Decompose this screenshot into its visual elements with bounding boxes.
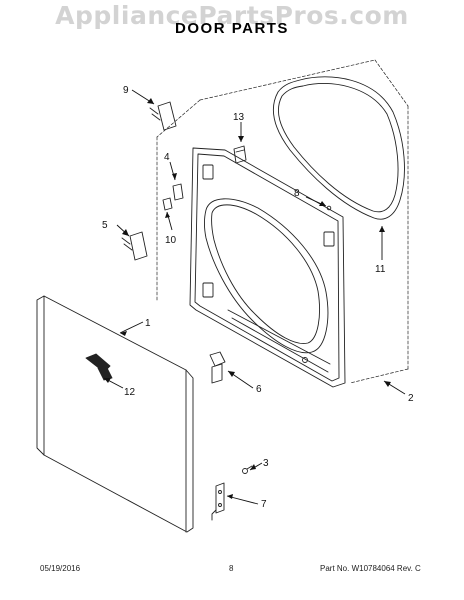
callout-6: 6 bbox=[256, 384, 262, 395]
callout-13: 13 bbox=[233, 112, 245, 123]
callout-3: 3 bbox=[263, 458, 269, 469]
callout-8: 8 bbox=[294, 188, 300, 199]
footer-page-number: 8 bbox=[229, 564, 234, 573]
callout-11: 11 bbox=[375, 264, 386, 275]
callout-10: 10 bbox=[165, 235, 177, 246]
callout-9: 9 bbox=[123, 85, 129, 96]
door-seal-gasket bbox=[272, 76, 405, 220]
bumper-part bbox=[233, 145, 247, 164]
callout-5: 5 bbox=[102, 220, 108, 231]
outer-door bbox=[36, 295, 194, 533]
inner-door-panel bbox=[189, 147, 346, 388]
latch-screw bbox=[162, 197, 173, 211]
strike-part bbox=[149, 101, 177, 131]
callout-4: 4 bbox=[164, 152, 170, 163]
door-handle bbox=[85, 353, 113, 381]
screw bbox=[242, 465, 253, 474]
footer-date: 05/19/2016 bbox=[40, 564, 81, 573]
callout-7: 7 bbox=[261, 499, 267, 510]
cabinet-outline bbox=[156, 59, 409, 384]
latch-part bbox=[121, 231, 148, 261]
page-title: DOOR PARTS bbox=[175, 20, 289, 37]
callout-12: 12 bbox=[124, 387, 136, 398]
hinge-part bbox=[209, 351, 226, 384]
callout-2: 2 bbox=[408, 393, 414, 404]
watermark: AppliancePartsPros.com bbox=[55, 1, 409, 30]
door-screw bbox=[326, 205, 332, 211]
lower-hinge bbox=[211, 482, 225, 521]
latch-spring bbox=[172, 183, 184, 201]
footer-part-info: Part No. W10784064 Rev. C bbox=[320, 564, 421, 573]
callout-1: 1 bbox=[145, 318, 151, 329]
